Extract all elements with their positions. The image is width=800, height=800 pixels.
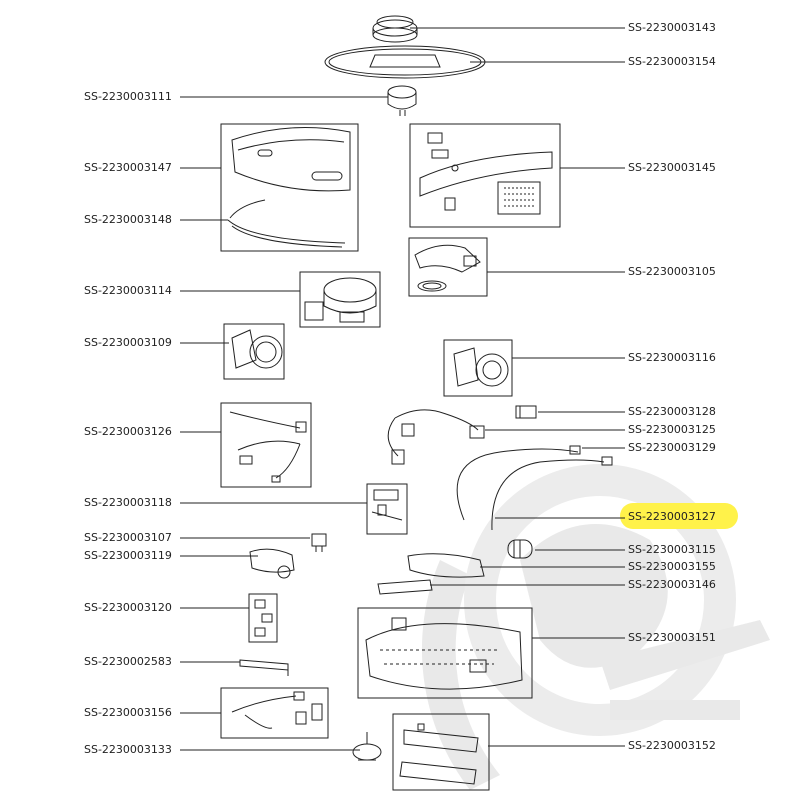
label-left-3109: SS-2230003109 (84, 336, 172, 349)
label-right-3151: SS-2230003151 (628, 631, 716, 644)
leader-lines-right (410, 27, 625, 747)
label-right-3155: SS-2230003155 (628, 560, 716, 573)
part-3116 (443, 339, 513, 397)
label-left-3120: SS-2230003120 (84, 601, 172, 614)
part-3128 (515, 405, 537, 419)
part-3154 (324, 45, 486, 79)
label-left-3133: SS-2230003133 (84, 743, 172, 756)
part-3114 (299, 271, 381, 328)
part-3152 (392, 713, 490, 791)
label-right-3105: SS-2230003105 (628, 265, 716, 278)
label-right-3116: SS-2230003116 (628, 351, 716, 364)
label-left-3126: SS-2230003126 (84, 425, 172, 438)
label-right-3145: SS-2230003145 (628, 161, 716, 174)
part-3120 (248, 593, 278, 643)
part-3156 (220, 687, 329, 739)
part-3133 (352, 732, 382, 761)
part-3146 (377, 579, 433, 595)
label-right-3146: SS-2230003146 (628, 578, 716, 591)
part-3119 (249, 548, 295, 579)
label-left-2583: SS-2230002583 (84, 655, 172, 668)
part-3115 (507, 539, 533, 559)
label-highlight (620, 503, 738, 529)
leader-lines-left (180, 96, 388, 751)
part-3111 (387, 85, 417, 116)
part-3109 (223, 323, 285, 380)
label-left-3118: SS-2230003118 (84, 496, 172, 509)
label-right-3125: SS-2230003125 (628, 423, 716, 436)
label-left-3114: SS-2230003114 (84, 284, 172, 297)
part-3151 (357, 607, 533, 699)
label-left-3147: SS-2230003147 (84, 161, 172, 174)
part-3105 (408, 237, 488, 297)
label-left-3107: SS-2230003107 (84, 531, 172, 544)
label-right-3128: SS-2230003128 (628, 405, 716, 418)
label-right-3152: SS-2230003152 (628, 739, 716, 752)
part-3118 (366, 483, 408, 535)
part-3126 (220, 402, 312, 488)
part-3107 (311, 533, 327, 552)
label-left-3156: SS-2230003156 (84, 706, 172, 719)
label-right-3129: SS-2230003129 (628, 441, 716, 454)
part-3143 (372, 15, 418, 43)
part-3125 (387, 409, 485, 465)
label-left-3111: SS-2230003111 (84, 90, 172, 103)
part-3147-3148 (220, 123, 359, 252)
part-3129-3127 (456, 445, 613, 531)
label-right-3143: SS-2230003143 (628, 21, 716, 34)
part-2583 (239, 659, 289, 676)
label-left-3148: SS-2230003148 (84, 213, 172, 226)
part-3155 (407, 553, 485, 578)
part-3145 (409, 123, 561, 228)
label-right-3154: SS-2230003154 (628, 55, 716, 68)
label-right-3115: SS-2230003115 (628, 543, 716, 556)
label-left-3119: SS-2230003119 (84, 549, 172, 562)
label-right-3127-highlighted: SS-2230003127 (628, 510, 716, 523)
